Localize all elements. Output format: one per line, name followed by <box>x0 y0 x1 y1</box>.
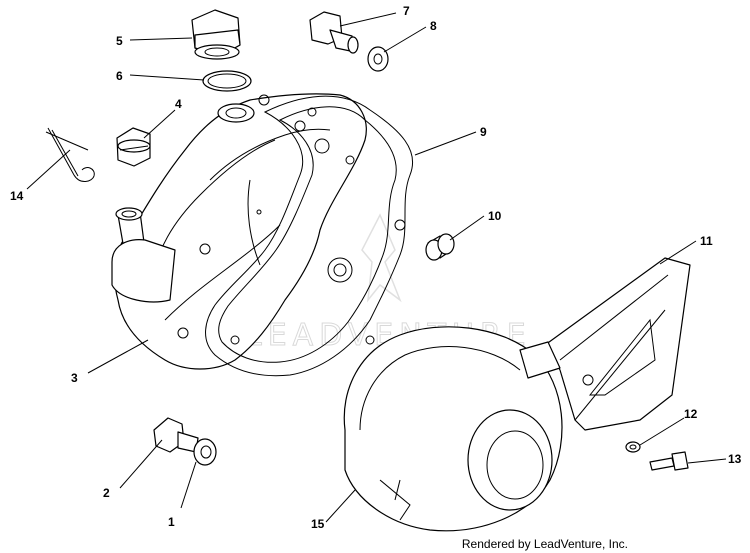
part-6-o-ring[interactable] <box>202 70 252 92</box>
leader-5 <box>129 37 193 41</box>
callout-4: 4 <box>175 97 182 111</box>
leader-10 <box>449 215 485 241</box>
leader-11 <box>659 240 697 265</box>
leader-4 <box>143 109 176 139</box>
callout-14: 14 <box>10 189 24 203</box>
watermark-logo <box>361 213 402 303</box>
part-11-guard[interactable] <box>519 257 691 431</box>
leader-lines <box>26 12 727 523</box>
part-7-bolt[interactable] <box>309 11 359 54</box>
part-8-washer[interactable] <box>367 46 389 72</box>
leader-1 <box>180 461 197 509</box>
callout-1: 1 <box>168 515 175 529</box>
part-15-ignition-cover[interactable] <box>343 326 563 532</box>
leader-13 <box>687 458 727 464</box>
part-4-plug[interactable] <box>116 127 151 167</box>
part-13-bolt[interactable] <box>649 451 689 471</box>
callout-5: 5 <box>116 34 123 48</box>
callout-3: 3 <box>71 371 78 385</box>
callout-10: 10 <box>488 209 502 223</box>
callout-9: 9 <box>480 125 487 139</box>
leader-9 <box>414 131 477 156</box>
callout-12: 12 <box>684 407 698 421</box>
part-9-gasket[interactable] <box>205 95 414 377</box>
leader-15 <box>325 489 356 523</box>
callout-11: 11 <box>700 234 713 248</box>
callout-6: 6 <box>116 69 123 83</box>
callout-2: 2 <box>103 486 110 500</box>
callout-7: 7 <box>403 4 410 18</box>
part-12-washer[interactable] <box>625 441 641 453</box>
leader-14 <box>26 149 71 190</box>
part-1-washer[interactable] <box>193 438 217 466</box>
leader-7 <box>339 12 397 27</box>
leader-3 <box>87 339 149 374</box>
callout-8: 8 <box>430 19 437 33</box>
leader-2 <box>119 439 163 489</box>
part-14-pin[interactable] <box>45 127 95 182</box>
leader-12 <box>639 417 685 446</box>
leader-6 <box>129 74 205 81</box>
footer-credit: Rendered by LeadVenture, Inc. <box>461 537 628 551</box>
callout-13: 13 <box>728 452 742 466</box>
part-3-cover[interactable] <box>111 93 367 370</box>
callout-labels: 1 2 3 4 5 6 7 8 9 10 11 12 13 14 15 <box>10 4 742 531</box>
part-5-filler-plug[interactable] <box>191 9 241 60</box>
callout-15: 15 <box>311 517 325 531</box>
part-10-bushing[interactable] <box>425 233 455 261</box>
part-2-bolt[interactable] <box>153 417 199 453</box>
leader-8 <box>383 26 427 53</box>
